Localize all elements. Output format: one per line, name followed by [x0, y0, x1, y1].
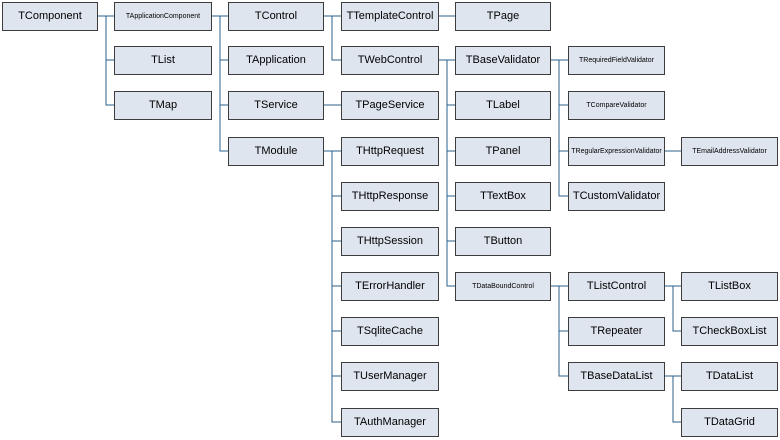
node-trequiredfieldvalidator: TRequiredFieldValidator — [568, 46, 665, 75]
node-temailaddressvalidator: TEmailAddressValidator — [681, 137, 778, 166]
connector-line — [558, 286, 568, 377]
node-tdataboundcontrol: TDataBoundControl — [455, 272, 551, 301]
node-tcomparevalidator: TCompareValidator — [568, 91, 665, 120]
node-tcheckboxlist: TCheckBoxList — [681, 317, 778, 346]
node-tapplication: TApplication — [228, 46, 324, 75]
node-tcontrol: TControl — [228, 2, 324, 31]
node-tregularexpressionvalidator: TRegularExpressionValidator — [568, 137, 665, 166]
node-thttprequest: THttpRequest — [341, 137, 439, 166]
node-tlistbox: TListBox — [681, 272, 778, 301]
node-tmodule: TModule — [228, 137, 324, 166]
node-tcustomvalidator: TCustomValidator — [568, 182, 665, 211]
node-trepeater: TRepeater — [568, 317, 665, 346]
node-tdatalist: TDataList — [681, 362, 778, 391]
connector-line — [331, 16, 341, 61]
node-tlistcontrol: TListControl — [568, 272, 665, 301]
node-tbasedatalist: TBaseDataList — [568, 362, 665, 391]
connector-line — [446, 60, 455, 287]
node-tmap: TMap — [114, 91, 212, 120]
connector-line — [558, 60, 568, 197]
node-tsqlitecache: TSqliteCache — [341, 317, 439, 346]
connector-line — [219, 16, 228, 152]
node-tbasevalidator: TBaseValidator — [455, 46, 551, 75]
node-terrorhandler: TErrorHandler — [341, 272, 439, 301]
node-tbutton: TButton — [455, 227, 551, 256]
node-thttpresponse: THttpResponse — [341, 182, 439, 211]
node-tlist: TList — [114, 46, 212, 75]
node-tauthmanager: TAuthManager — [341, 408, 439, 437]
node-tlabel: TLabel — [455, 91, 551, 120]
node-twebcontrol: TWebControl — [341, 46, 439, 75]
node-tpage: TPage — [455, 2, 551, 31]
node-tusermanager: TUserManager — [341, 362, 439, 391]
connector-line — [105, 16, 114, 106]
node-tpageservice: TPageService — [341, 91, 439, 120]
node-tdatagrid: TDataGrid — [681, 408, 778, 437]
node-tcomponent: TComponent — [2, 2, 98, 31]
node-tapplicationcomponent: TApplicationComponent — [114, 2, 212, 31]
node-tservice: TService — [228, 91, 324, 120]
node-ttemplatecontrol: TTemplateControl — [341, 2, 439, 31]
node-tpanel: TPanel — [455, 137, 551, 166]
connector-line — [672, 286, 681, 332]
node-thttpsession: THttpSession — [341, 227, 439, 256]
connector-line — [672, 376, 681, 423]
node-ttextbox: TTextBox — [455, 182, 551, 211]
